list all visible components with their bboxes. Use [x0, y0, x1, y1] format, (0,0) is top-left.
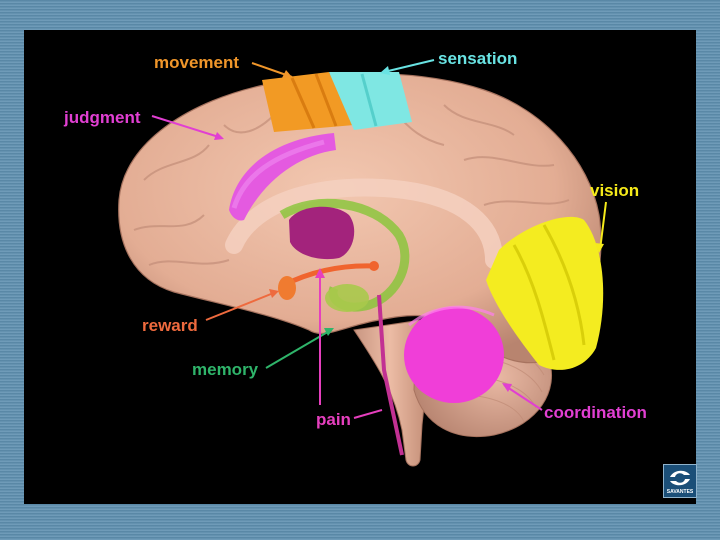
cursor-block	[51, 106, 61, 128]
reward-region	[278, 276, 296, 300]
pain-region	[289, 207, 354, 259]
label-vision: vision	[590, 181, 639, 201]
brain-diagram	[24, 30, 696, 504]
label-pain: pain	[316, 410, 351, 430]
logo-icon	[664, 465, 696, 489]
label-judgment: judgment	[64, 108, 141, 128]
memory-region	[325, 284, 369, 312]
logo-text: SAVANTES	[664, 489, 696, 495]
label-sensation: sensation	[438, 49, 517, 69]
label-memory: memory	[192, 360, 258, 380]
publisher-logo: SAVANTES	[663, 464, 697, 498]
diagram-canvas: movement sensation judgment vision rewar…	[24, 30, 696, 504]
reward-endpoint	[369, 261, 379, 271]
label-coordination: coordination	[544, 403, 647, 423]
coordination-region	[404, 307, 504, 403]
label-reward: reward	[142, 316, 198, 336]
label-movement: movement	[154, 53, 239, 73]
